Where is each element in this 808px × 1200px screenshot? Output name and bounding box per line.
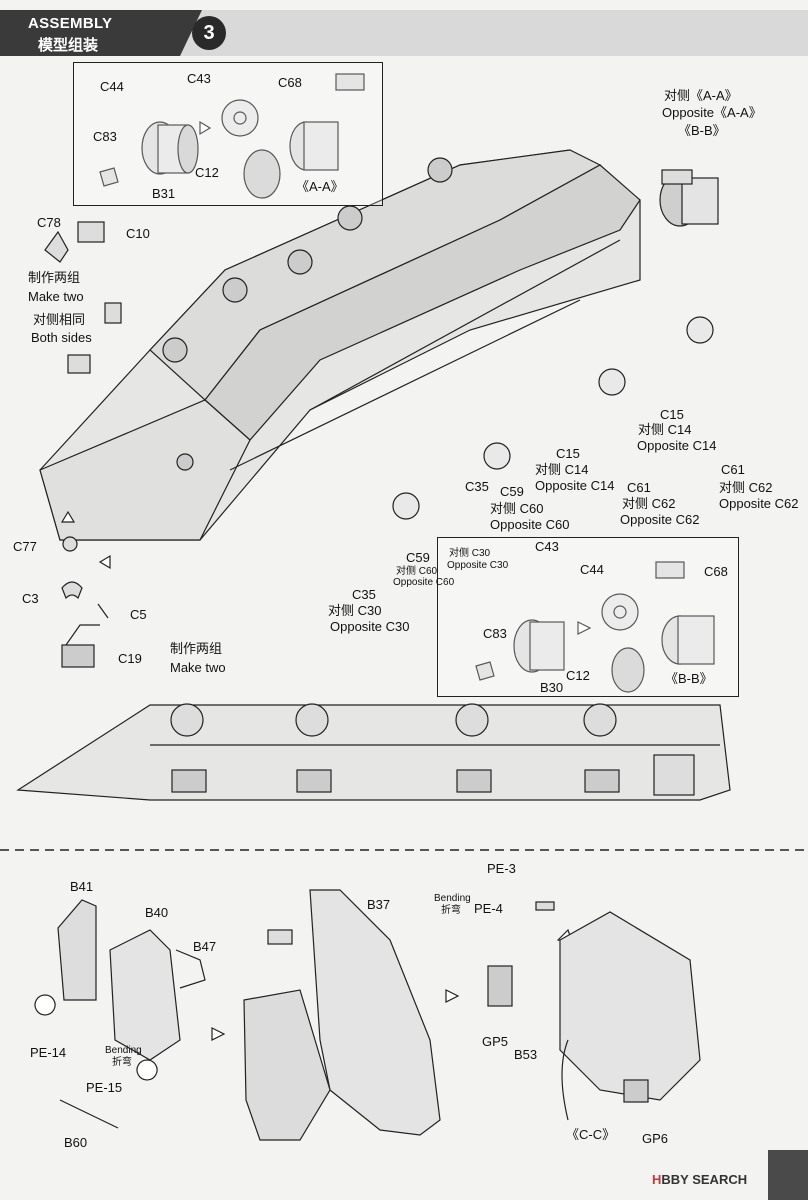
label-b53: B53	[514, 1047, 538, 1062]
label-c43b: C43	[535, 539, 559, 554]
label-c14a-en: Opposite C14	[637, 438, 717, 453]
label-c62b-en: Opposite C62	[620, 512, 700, 527]
label-aa-view: 《A-A》	[296, 179, 344, 194]
inset-bb-parts	[475, 169, 719, 693]
label-c83b: C83	[483, 626, 507, 641]
label-c19: C19	[118, 651, 142, 666]
label-c30b-en: Opposite C30	[330, 619, 410, 634]
label-c12b: C12	[566, 668, 590, 683]
label-c12a: C12	[195, 165, 219, 180]
label-pe14: PE-14	[30, 1045, 67, 1060]
label-c14b-cn: 对侧 C14	[535, 462, 589, 477]
inset-box-bb	[437, 537, 739, 697]
header-title-cn: 模型组装	[38, 37, 99, 54]
label-c14b-en: Opposite C14	[535, 478, 615, 493]
label-c62a-cn: 对侧 C62	[719, 480, 773, 495]
label-opposite-aa-cn: 对侧《A-A》	[664, 88, 738, 103]
label-c68a: C68	[278, 75, 302, 90]
label-b60: B60	[64, 1135, 88, 1150]
label-make-two-cn-2: 制作两组	[170, 641, 223, 656]
label-c10: C10	[126, 226, 150, 241]
watermark-logo: HBBY SEARCH	[652, 1172, 748, 1187]
label-c62a-en: Opposite C62	[719, 496, 799, 511]
label-c62b-cn: 对侧 C62	[622, 496, 676, 511]
label-c35b: C35	[352, 587, 376, 602]
page-corner-tab	[768, 1150, 808, 1200]
label-b30: B30	[540, 680, 564, 695]
label-b47: B47	[193, 939, 217, 954]
label-cc-view: 《C-C》	[566, 1127, 616, 1142]
label-c61b: C61	[627, 480, 651, 495]
label-c15a: C15	[660, 407, 684, 422]
label-c60b-en: Opposite C60	[393, 577, 455, 588]
label-b37: B37	[367, 897, 391, 912]
header-title-en: ASSEMBLY	[28, 15, 113, 32]
label-c77: C77	[13, 539, 37, 554]
label-c35a: C35	[465, 479, 489, 494]
label-c30a-cn: 对侧 C30	[449, 548, 491, 559]
label-c14a-cn: 对侧 C14	[638, 422, 692, 437]
inset-aa-parts	[99, 73, 365, 199]
hull-upper-drawing	[39, 149, 641, 541]
label-c83a: C83	[93, 129, 117, 144]
section-header: ASSEMBLY 模型组装 3	[0, 10, 808, 56]
label-both-sides-en: Both sides	[31, 330, 92, 345]
label-gp6: GP6	[642, 1131, 669, 1146]
label-c44a: C44	[100, 79, 124, 94]
label-c30b-cn: 对侧 C30	[328, 603, 382, 618]
label-pe15: PE-15	[86, 1080, 123, 1095]
label-pe4: PE-4	[474, 901, 503, 916]
inset-box-aa	[73, 62, 383, 206]
label-c3: C3	[22, 591, 39, 606]
label-c59b: C59	[406, 550, 430, 565]
label-c78: C78	[37, 215, 61, 230]
label-b31: B31	[152, 186, 176, 201]
label-pe3: PE-3	[487, 861, 516, 876]
lower-assemblies	[34, 889, 701, 1141]
label-bending-en-1: Bending	[105, 1045, 142, 1056]
label-bending-cn-1: 折弯	[112, 1057, 132, 1068]
label-c59a: C59	[500, 484, 524, 499]
label-b40: B40	[145, 905, 169, 920]
label-make-two-cn-1: 制作两组	[28, 270, 81, 285]
hull-side-drawing	[16, 703, 731, 801]
label-c15b: C15	[556, 446, 580, 461]
header-band	[180, 10, 808, 56]
label-b41: B41	[70, 879, 94, 894]
label-bending-cn-2: 折弯	[441, 905, 461, 916]
label-bending-en-2: Bending	[434, 893, 471, 904]
label-c5: C5	[130, 607, 147, 622]
label-make-two-en-2: Make two	[170, 660, 226, 675]
label-c60a-en: Opposite C60	[490, 517, 570, 532]
label-c60a-cn: 对侧 C60	[490, 501, 544, 516]
header-tab	[0, 10, 180, 56]
step-number-badge: 3	[192, 16, 226, 50]
label-both-sides-cn: 对侧相同	[33, 312, 86, 327]
label-c30a-en: Opposite C30	[447, 560, 509, 571]
label-bb-view: 《B-B》	[678, 123, 726, 138]
label-c68b: C68	[704, 564, 728, 579]
label-c60b-cn: 对侧 C60	[396, 566, 438, 577]
small-parts-left	[44, 221, 122, 668]
label-bb-view-2: 《B-B》	[665, 671, 713, 686]
label-c61a: C61	[721, 462, 745, 477]
label-c43a: C43	[187, 71, 211, 86]
label-make-two-en-1: Make two	[28, 289, 84, 304]
label-gp5: GP5	[482, 1034, 509, 1049]
label-c44b: C44	[580, 562, 604, 577]
label-opposite-aa-en: Opposite《A-A》	[662, 105, 762, 120]
